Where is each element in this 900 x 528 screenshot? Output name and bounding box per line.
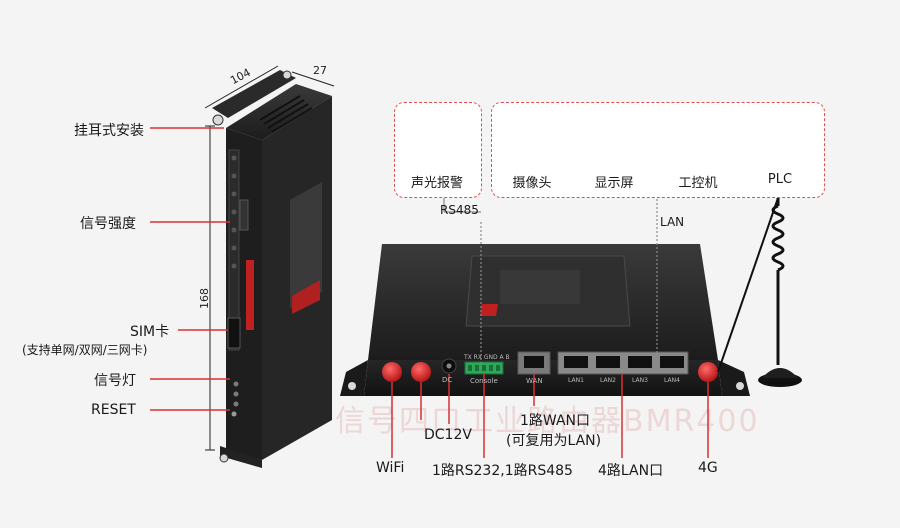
lan-link-label: LAN	[660, 215, 685, 229]
sim-slot	[227, 317, 241, 349]
lan-label: 4路LAN口	[598, 463, 664, 479]
wifi-antenna-2	[411, 362, 431, 382]
signal-strength-label: 信号强度	[80, 216, 136, 232]
wifi-antenna-1	[382, 362, 402, 382]
signal-light-label: 信号灯	[94, 373, 136, 389]
dc-label: DC12V	[424, 427, 472, 443]
lan3-port-label: LAN3	[632, 377, 648, 384]
dimension-lines	[204, 65, 335, 451]
horizontal-router-view	[340, 244, 750, 396]
ear-mount-label: 挂耳式安装	[74, 123, 144, 139]
vertical-router-view	[212, 70, 332, 468]
plc-label: PLC	[767, 172, 793, 187]
serial-label: 1路RS232,1路RS485	[432, 463, 573, 479]
top-mounting-ear	[212, 70, 296, 118]
console-pins-label: TX RX GND A B	[464, 354, 510, 361]
4g-antenna-jack	[698, 362, 718, 382]
reset-label: RESET	[91, 402, 136, 418]
depth-dimension: 27	[313, 64, 327, 77]
sim-card-sublabel: (支持单网/双网/三网卡)	[22, 343, 148, 357]
sim-card-label: SIM卡	[130, 324, 170, 340]
console-port-label: Console	[470, 377, 498, 385]
lan2-port-label: LAN2	[600, 377, 616, 384]
4g-label: 4G	[698, 460, 718, 476]
bottom-callout-lines	[391, 374, 709, 458]
magnetic-4g-antenna	[717, 197, 802, 387]
lan-ports	[557, 351, 689, 375]
wan-label: 1路WAN口	[520, 413, 591, 429]
display-label: 显示屏	[594, 176, 634, 191]
wan-port-label: WAN	[526, 377, 543, 385]
dc-port-label: DC	[442, 376, 453, 384]
camera-label: 摄像头	[512, 176, 552, 191]
lan1-port-label: LAN1	[568, 377, 584, 384]
wifi-label: WiFi	[376, 460, 405, 476]
lan4-port-label: LAN4	[664, 377, 680, 384]
rs485-link-label: RS485	[440, 203, 479, 217]
alarm-device-box	[394, 102, 482, 198]
lan-devices-box	[491, 102, 825, 198]
wan-sublabel: (可复用为LAN)	[506, 433, 602, 449]
watermark: 信号四口工业路由器BMR400	[335, 404, 760, 439]
ipc-label: 工控机	[678, 176, 718, 191]
left-callout-lines	[150, 127, 230, 411]
alarm-label: 声光报警	[410, 176, 463, 191]
height-dimension: 168	[198, 288, 211, 309]
